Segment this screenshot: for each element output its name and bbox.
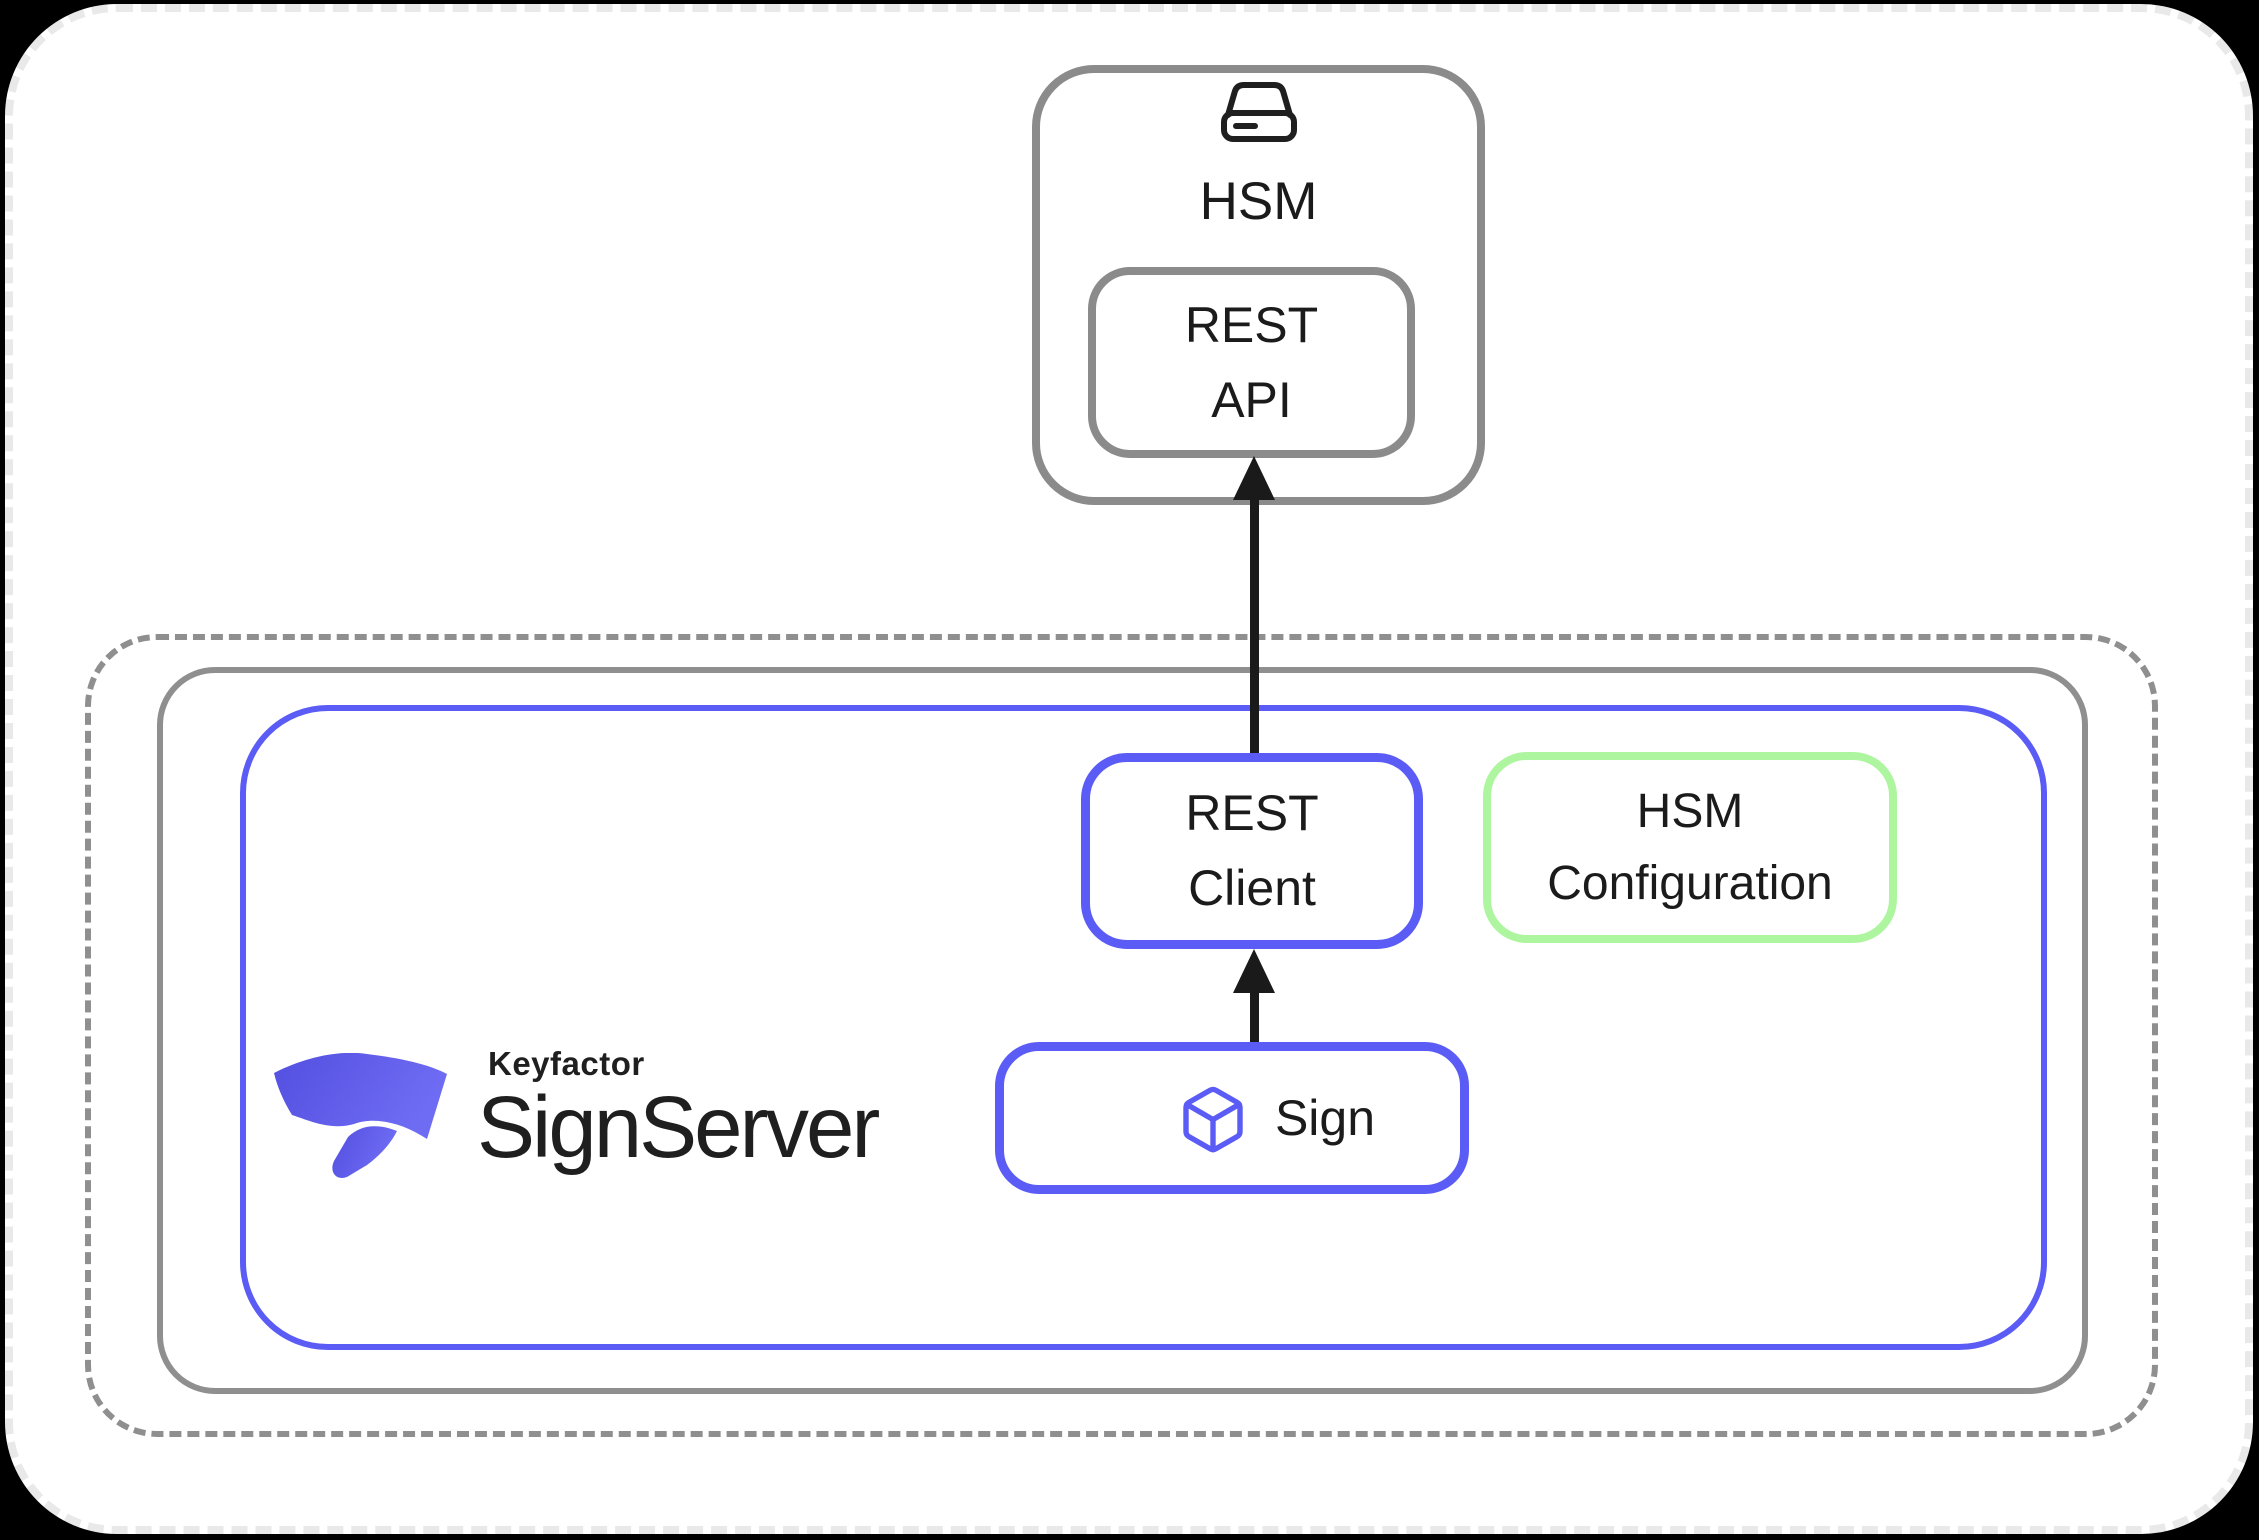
signserver-product-text: SignServer: [477, 1079, 880, 1176]
keyfactor-brand-text: Keyfactor: [488, 1045, 645, 1082]
hsm-box: HSM REST API: [1032, 65, 1485, 505]
rest-api-box: REST API: [1088, 267, 1415, 458]
deployment-boundary: [85, 634, 2158, 1437]
arrow-client-to-api-head: [1233, 456, 1275, 500]
signserver-container: [240, 705, 2047, 1350]
arrow-client-to-api-line: [1250, 495, 1259, 762]
host-container: [157, 667, 2088, 1394]
keyfactor-ribbon-logo: [272, 1053, 450, 1181]
rest-client-label: REST Client: [1185, 785, 1319, 916]
hsm-label: HSM: [1199, 172, 1318, 231]
rest-client-box: REST Client: [1081, 753, 1423, 949]
sign-worker-box: Sign: [995, 1042, 1469, 1194]
hsm-configuration-label: HSM Configuration: [1547, 784, 1833, 910]
cube-icon: [1177, 1078, 1249, 1158]
arrow-sign-to-client-head: [1233, 949, 1275, 993]
arrow-sign-to-client-line: [1250, 990, 1259, 1047]
hsm-configuration-box: HSM Configuration: [1483, 752, 1897, 943]
hard-drive-icon: [1220, 81, 1297, 143]
sign-label: Sign: [1274, 1090, 1376, 1146]
rest-api-label: REST API: [1184, 296, 1319, 428]
